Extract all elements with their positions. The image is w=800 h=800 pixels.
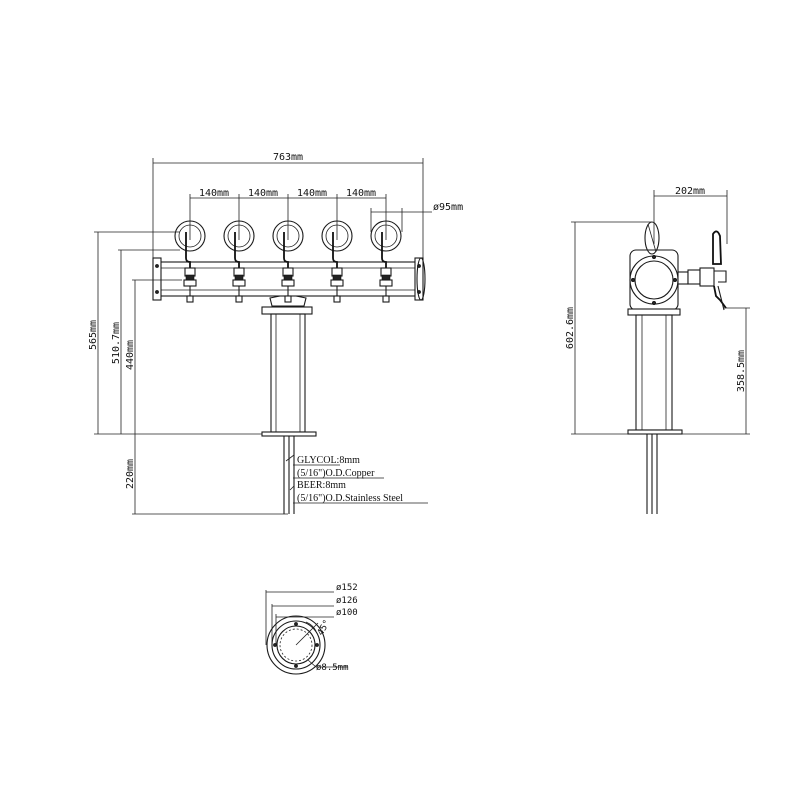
- dim-overall-width: 763mm: [152, 152, 424, 272]
- dim-spout-height: 440mm: [125, 279, 182, 434]
- column: [270, 313, 306, 433]
- tap-handle-discs: [174, 220, 402, 252]
- handle-diameter-label: ø95mm: [433, 202, 463, 213]
- spacing-label-1: 140mm: [199, 188, 229, 199]
- side-handle-edge: [647, 223, 657, 253]
- angle-label: 45°: [316, 618, 333, 637]
- side-spout-height-label: 358.5mm: [736, 350, 747, 392]
- faucet-4: [330, 232, 344, 303]
- beer-note-2: (5/16")O.D.Stainless Steel: [297, 493, 403, 504]
- tubing-lines: [283, 436, 295, 514]
- dim-tap-height: 510.7mm: [111, 249, 180, 434]
- tubing-notes: GLYCOL:8mm (5/16")O.D.Copper BEER:8mm (5…: [285, 454, 428, 504]
- dim-side-total-height: 602.6mm: [565, 221, 652, 435]
- side-tubing-lines: [646, 434, 658, 514]
- faucets: [183, 232, 393, 303]
- total-height-label: 565mm: [88, 320, 99, 350]
- base-view: ø152 ø126 ø100 45° ø8.5mm: [265, 583, 358, 675]
- tap-height-label: 510.7mm: [111, 322, 122, 364]
- dim-base-diameters: ø152 ø126 ø100: [265, 583, 358, 645]
- base-flange: [266, 615, 326, 675]
- base-plate: [261, 431, 317, 437]
- spacing-label-2: 140mm: [248, 188, 278, 199]
- side-view: 202mm: [565, 186, 750, 514]
- tee-connector: [269, 295, 307, 307]
- hole-diameter-label: ø8.5mm: [316, 663, 349, 673]
- beer-note-1: BEER:8mm: [297, 480, 346, 491]
- side-column-flange: [627, 308, 681, 316]
- bolt-circle-label: ø126: [336, 596, 358, 606]
- faucet-1: [183, 232, 197, 303]
- faucet-3: [281, 232, 295, 303]
- spacing-label-4: 140mm: [346, 188, 376, 199]
- side-base-plate: [627, 429, 683, 435]
- dim-handle-diameter: ø95mm: [370, 202, 463, 232]
- inner-diameter-label: ø100: [336, 608, 358, 618]
- side-faucet: [677, 230, 727, 311]
- dim-side-spout-height: 358.5mm: [682, 307, 750, 435]
- dim-shank-length: 220mm: [125, 434, 288, 515]
- dim-tap-spacing: 140mm 140mm 140mm 140mm: [189, 188, 387, 240]
- column-top-flange: [261, 306, 313, 315]
- spacing-label-3: 140mm: [297, 188, 327, 199]
- spout-height-label: 440mm: [125, 340, 136, 370]
- dim-total-height: 565mm: [88, 231, 262, 435]
- glycol-note-2: (5/16")O.D.Copper: [297, 468, 375, 479]
- side-column: [635, 314, 673, 431]
- depth-label: 202mm: [675, 186, 705, 197]
- shank-length-label: 220mm: [125, 459, 136, 489]
- outer-diameter-label: ø152: [336, 583, 358, 593]
- side-total-height-label: 602.6mm: [565, 307, 576, 349]
- dim-hole-diameter: ø8.5mm: [307, 659, 349, 673]
- dim-depth: 202mm: [653, 186, 728, 244]
- faucet-2: [232, 232, 246, 303]
- glycol-note-1: GLYCOL:8mm: [297, 455, 360, 466]
- overall-width-label: 763mm: [273, 152, 303, 163]
- faucet-5: [379, 232, 393, 303]
- side-manifold: [629, 249, 679, 311]
- front-view: 763mm 140mm 140mm 140mm 140mm ø95mm: [88, 152, 463, 515]
